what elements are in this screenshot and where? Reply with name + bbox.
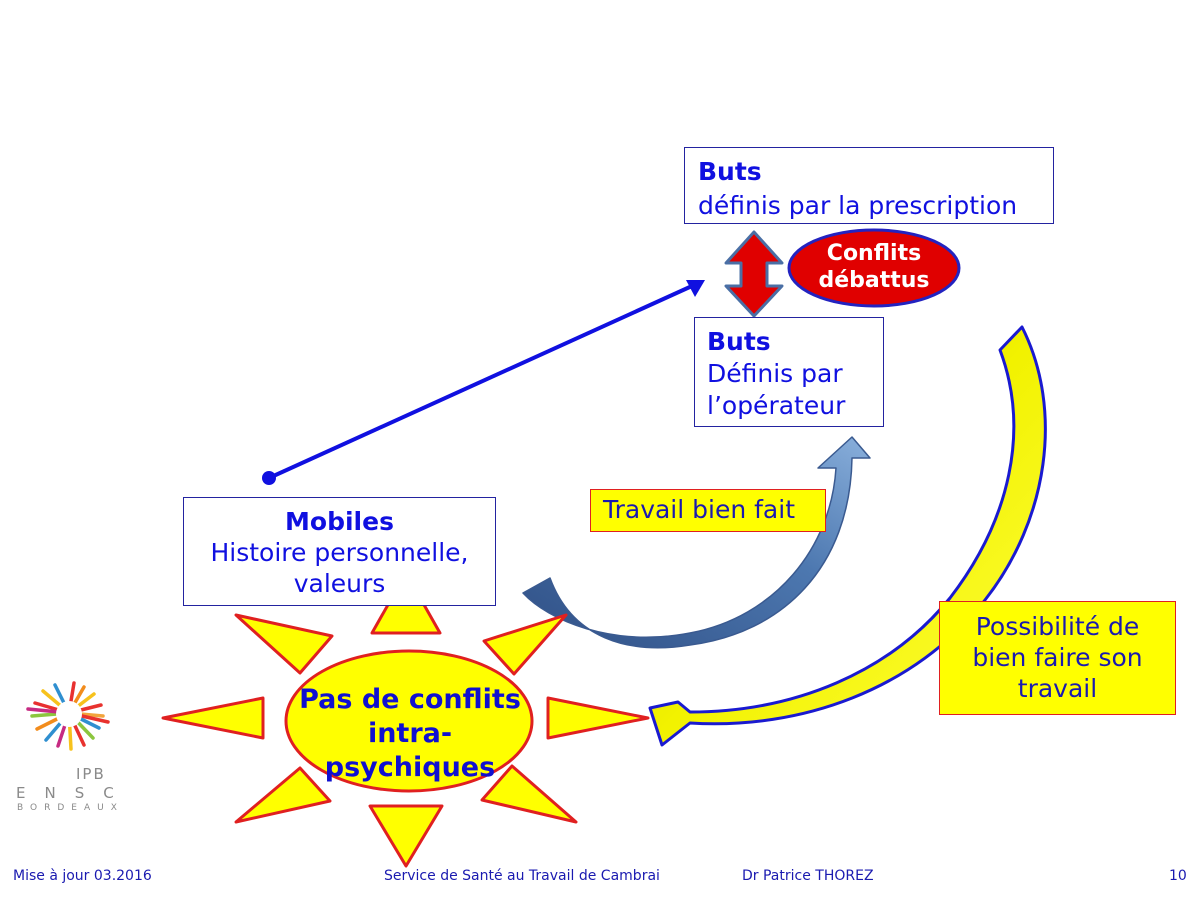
buts-operateur-box: Buts Définis par l’opérateur — [694, 317, 884, 427]
logo-ensc-text: ENSC — [16, 784, 133, 802]
buts-operateur-line2: l’opérateur — [707, 391, 846, 420]
possibilite-line1: Possibilité de — [975, 612, 1140, 641]
sun-line3: psychiques — [324, 752, 496, 783]
mobiles-line2: valeurs — [293, 569, 386, 598]
buts-operateur-title: Buts — [707, 327, 771, 356]
footer-service: Service de Santé au Travail de Cambrai — [384, 868, 660, 884]
footer-date: Mise à jour 03.2016 — [13, 868, 152, 884]
buts-prescription-box: Buts définis par la prescription — [684, 147, 1054, 224]
conflits-line2: débattus — [818, 267, 930, 293]
mobiles-to-buts-arrow — [262, 280, 705, 485]
possibilite-box: Possibilité de bien faire son travail — [939, 601, 1176, 715]
sun-ellipse — [284, 649, 534, 793]
sun-label: Pas de conflits intra- psychiques — [288, 683, 532, 785]
sun-line1: Pas de conflits — [299, 684, 521, 715]
possibilite-line2: bien faire son — [972, 643, 1143, 672]
buts-operateur-line1: Définis par — [707, 359, 843, 388]
blue-curved-arrow — [522, 436, 871, 649]
mobiles-line1: Histoire personnelle, — [210, 538, 469, 567]
mobiles-title: Mobiles — [285, 507, 394, 536]
buts-prescription-title: Buts — [698, 157, 762, 186]
buts-prescription-text: définis par la prescription — [698, 191, 1018, 220]
possibilite-line3: travail — [1017, 674, 1098, 703]
conflits-label: Conflits débattus — [788, 232, 960, 307]
sun-line2: intra- — [367, 718, 453, 749]
conflits-line1: Conflits — [826, 240, 922, 266]
conflits-ellipse — [787, 228, 961, 308]
logo-ipb-text: IPB — [76, 765, 106, 783]
footer-page-number: 10 — [1169, 868, 1187, 884]
ensc-logo-center — [56, 701, 82, 727]
mobiles-box: Mobiles Histoire personnelle, valeurs — [183, 497, 496, 606]
logo-bordeaux-text: BORDEAUX — [17, 803, 124, 813]
footer-author: Dr Patrice THOREZ — [742, 868, 874, 884]
travail-bien-fait-box: Travail bien fait — [590, 489, 826, 532]
double-arrow — [724, 230, 784, 318]
